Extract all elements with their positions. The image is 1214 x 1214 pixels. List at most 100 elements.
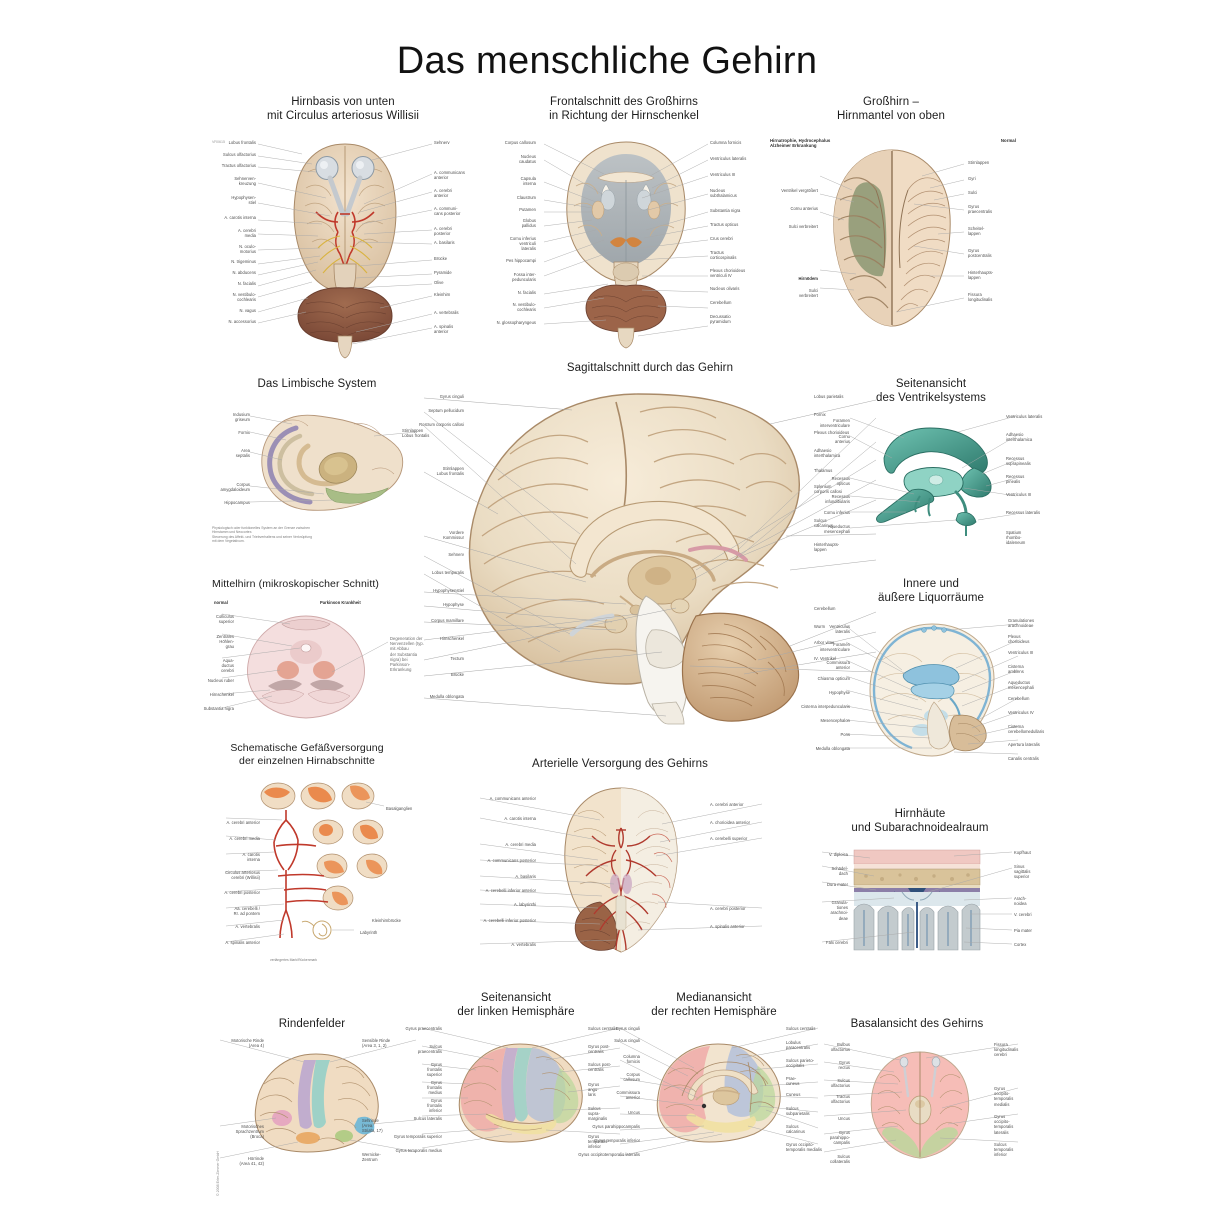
sagittal-illustration: [423, 393, 877, 725]
hirnbasis-label-right-8: Olive: [434, 280, 444, 285]
ventrikel-label-right-3: Recessus pinealis: [1006, 474, 1025, 485]
rechts-label-right-7: Gyrus occipito- temporalis medialis: [786, 1142, 822, 1153]
liquor-label-left-2: Commissura anterior: [826, 660, 850, 671]
frontalschnitt-label-right-11: Decussatio pyramidum: [710, 314, 731, 325]
grosshirn-label-right-7: Fissura longitudinalis: [968, 292, 993, 303]
limbisch-label-left-2: Area septalis: [235, 448, 250, 459]
hirnbasis-label-left-8: N. trigeminus: [231, 259, 256, 264]
ventrikel-illustration: [849, 415, 1017, 536]
links-label-right-5: Gyrus temporalis inferior: [588, 1134, 608, 1150]
gefaess-label-left-5: Aa. cerebelli / Rr. ad pontem: [233, 906, 260, 917]
rechts-label-left-7: Gyrus temporalis inferior: [594, 1138, 640, 1143]
rindenfelder-label-left-0: Motorische Rinde (Area 4): [231, 1038, 264, 1049]
arteriell-label-left-7: A. cerebelli inferior posterior: [483, 918, 536, 923]
links-label-left-6: Gyrus temporalis superior: [393, 1134, 442, 1139]
limbisch-label-left-0: Indusium griseum: [232, 412, 250, 423]
grosshirn-label-right-2: Sulci: [968, 190, 978, 195]
sagittal-label-left-12: Brücke: [450, 672, 464, 677]
grosshirn-label-right-1: Gyri: [968, 176, 976, 181]
rechts-label-left-0: Gyrus cinguli: [615, 1026, 640, 1031]
panel-limbisch-title: Das Limbische System: [257, 378, 377, 390]
sagittal-label-right-0: Lobus parietalis: [814, 394, 844, 399]
page-title: Das menschliche Gehirn: [396, 40, 818, 82]
mittelhirn-sub-left: normal: [214, 600, 228, 605]
panel-hirnhaeute-title-line2: und Subarachnoidealraum: [851, 821, 989, 834]
frontalschnitt-label-left-1: Nucleus caudatus: [518, 154, 536, 165]
hirnbasis-label-right-4: A. cerebri posterior: [434, 226, 453, 237]
liquor-label-right-6: Ventriculus IV: [1008, 710, 1034, 715]
mittelhirn-label-left-2: Aqua- ductus cerebri: [221, 658, 234, 674]
mittelhirn-label-left-1: Zentrales Höhlen- grau: [216, 634, 234, 650]
rechts-label-left-1: Sulcus cinguli: [614, 1038, 640, 1043]
rindenfelder-illustration: [219, 1039, 417, 1159]
hirnbasis-label-left-2: Tractus olfactorius: [221, 163, 256, 168]
links-label-right-1: Gyrus post- centralis: [588, 1044, 610, 1055]
liquor-label-left-3: Chiasma opticum: [817, 676, 850, 681]
panel-arteriell: Arterielle Versorgung des Gehirns: [470, 758, 770, 968]
rechts-label-left-5: Uncus: [628, 1110, 640, 1115]
panel-hirnhaeute: Hirnhäute und Subarachnoidealraum: [818, 808, 1032, 968]
sagittal-label-left-11: Tectum: [450, 656, 464, 661]
hirnbasis-label-left-12: N. vagus: [239, 308, 256, 313]
limbisch-illustration: [249, 414, 417, 511]
liquor-label-right-8: Apertura lateralis: [1008, 742, 1040, 747]
mittelhirn-label-left-4: Hirnschenkel: [209, 692, 234, 697]
panel-limbisch: Das Limbische System: [212, 378, 429, 558]
links-label-right-0: Sulcus centralis: [588, 1026, 618, 1031]
basal-label-left-3: Tractus olfactorius: [830, 1094, 850, 1105]
sagittal-label-left-8: Hypophyse: [443, 602, 464, 607]
limbisch-label-left-3: Corpus amygdaloideum: [220, 482, 250, 493]
limbisch-label-right-0: Stirnlappen Lobus frontalis: [402, 428, 430, 439]
panel-liquor: Innere und äußere Liquorräume: [801, 578, 1044, 788]
limbisch-label-left-4: Hippocampus: [224, 500, 250, 505]
links-label-left-1: Sulcus praecentralis: [417, 1044, 442, 1055]
frontalschnitt-label-right-6: Crus cerebri: [710, 236, 733, 241]
hirnhaeute-label-left-4: Falx cerebri: [826, 940, 848, 945]
hirnhaeute-label-left-3: Granula- tiones arachnoi- deae: [830, 900, 848, 921]
links-label-right-2: Sulcus post- centralis: [588, 1062, 612, 1073]
liquor-illustration: [845, 623, 1019, 757]
links-label-right-4: Sulcus supra- marginalis: [588, 1106, 608, 1122]
links-label-left-0: Gyrus praecentralis: [405, 1026, 442, 1031]
liquor-label-left-6: Mesencephalon: [820, 718, 850, 723]
ventrikel-label-right-5: Recessus lateralis: [1006, 510, 1041, 515]
panel-hirnhaeute-title-line1: Hirnhäute: [894, 808, 946, 820]
basal-label-left-5: Gyrus parahippo- campalis: [829, 1130, 850, 1146]
grosshirn-left-heading: Hirnatrophie, Hydrocephalus Alzheimer Er…: [770, 138, 831, 149]
mittelhirn-label-right-0: Degeneration der Nervenzellen (typ. mit …: [390, 636, 424, 673]
rechts-label-left-4: Commissura anterior: [616, 1090, 640, 1101]
panel-grosshirn-oben: Großhirn – Hirnmantel von oben Hirnatrop…: [760, 96, 1022, 346]
hirnbasis-label-left-13: N. accessorius: [228, 319, 256, 324]
arteriell-label-right-0: A. cerebri anterior: [710, 802, 744, 807]
hirnhaeute-label-left-1: Schädel- dach: [831, 866, 848, 877]
hirnbasis-label-right-0: Sehnerv: [434, 140, 450, 145]
liquor-label-left-5: Cisterna interpeduncularis: [801, 704, 850, 709]
links-label-left-5: Sulcus lateralis: [413, 1116, 442, 1121]
arteriell-label-left-5: A. cerebelli inferior anterior: [485, 888, 536, 893]
liquor-label-left-0: Ventriculus lateralis: [829, 624, 850, 635]
panel-sagittal-title: Sagittalschnitt durch das Gehirn: [566, 362, 734, 374]
arteriell-label-left-1: A. carotis interna: [504, 816, 536, 821]
frontalschnitt-label-right-4: Substantia nigra: [710, 208, 741, 213]
grosshirn-label-right-4: Scheitel- lappen: [968, 226, 985, 237]
ventrikel-label-left-2: Recessus opticus: [831, 476, 850, 487]
panel-ventrikel-title-line2: des Ventrikelsystems: [875, 391, 986, 404]
sagittal-label-left-7: Hypophysenstiel: [433, 588, 464, 593]
hirnhaeute-label-right-0: Kopfhaut: [1014, 850, 1031, 855]
rindenfelder-label-left-1: Motorisches Sprachzentrum (Broca): [235, 1124, 264, 1140]
grosshirn-label-left-3: Hirnödem: [798, 276, 818, 281]
panel-rechts-title-line1: Medianansicht: [676, 992, 752, 1004]
frontalschnitt-label-left-4: Putamen: [519, 207, 536, 212]
gefaess-label-right-0: Basalganglien: [386, 806, 413, 811]
liquor-label-right-3: Cisterna ambiens: [1008, 664, 1024, 675]
gefaess-label-left-4: A. cerebri posterior: [224, 890, 260, 895]
sagittal-label-left-2: Rostrum corporis callosi: [419, 422, 464, 427]
hirnbasis-label-left-3: Sehnerven- kreuzung: [234, 176, 256, 187]
rechts-label-left-3: Corpus callosum: [623, 1072, 640, 1083]
hirnhaeute-label-right-5: Cortex: [1014, 942, 1027, 947]
rechts-label-left-2: Columna fornicis: [623, 1054, 640, 1065]
frontalschnitt-label-right-5: Tractus opticus: [710, 222, 739, 227]
sagittal-label-right-2: Plexus chorioideus: [814, 430, 850, 435]
panel-sagittal: Sagittalschnitt durch das Gehirn: [419, 362, 880, 732]
hirnhaeute-label-right-1: Sinus sagittalis superior: [1014, 864, 1031, 880]
